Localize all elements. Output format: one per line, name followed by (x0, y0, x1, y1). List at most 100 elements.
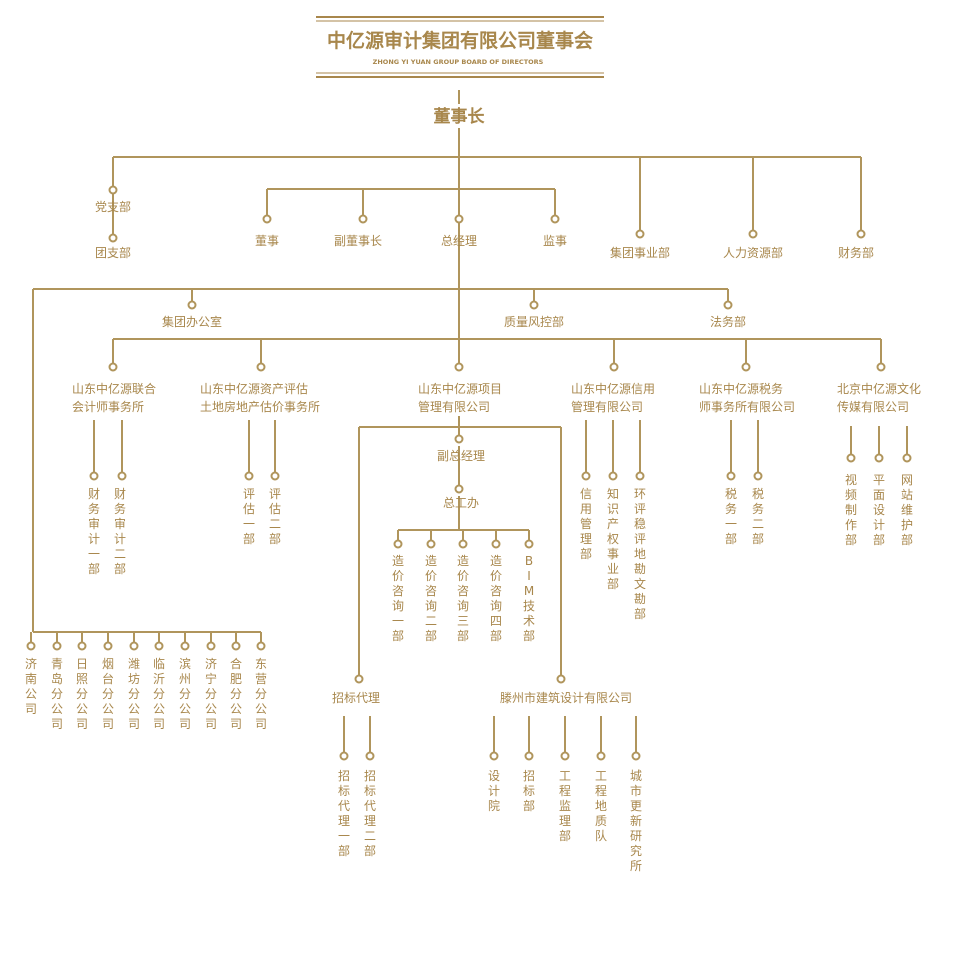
vertical-labels: 济南公司青岛分公司日照分公司烟台分公司潍坊分公司临沂分公司滨州分公司济宁分公司合… (25, 472, 913, 873)
appr-dept-1: 评估二部 (269, 487, 281, 546)
youth-branch-label: 团支部 (95, 245, 131, 260)
company-appraisal-line1: 山东中亿源资产评估 (200, 381, 308, 396)
node-board-2 (454, 214, 464, 224)
node-tengzhou (556, 674, 566, 684)
node-branch-1 (52, 641, 62, 651)
tax-dept-0: 税务一部 (725, 487, 737, 546)
page-title: 中亿源审计集团有限公司董事会 (327, 29, 593, 52)
company-credit-line2: 管理有限公司 (571, 399, 643, 414)
tz-dept-4: 城市更新研究所 (630, 769, 642, 873)
node-legal (723, 300, 733, 310)
tax-dept-1: 税务二部 (752, 487, 764, 546)
consult-dept-0: 造价咨询一部 (392, 554, 404, 643)
node-consult-0 (393, 539, 403, 549)
consult-dept-2: 造价咨询三部 (457, 554, 469, 643)
node-tz-1 (524, 751, 534, 761)
node-tz-3 (596, 751, 606, 761)
branch-label-0: 济南公司 (25, 656, 37, 716)
tz-dept-0: 设计院 (488, 769, 500, 813)
acc-dept-0: 财务审计一部 (88, 487, 100, 576)
node-credit-0 (581, 471, 591, 481)
bid-dept-1: 招标代理二部 (364, 769, 376, 858)
tengzhou-company-label: 滕州市建筑设计有限公司 (500, 690, 632, 705)
node-tax-1 (753, 471, 763, 481)
chairman-label: 董事长 (434, 106, 486, 127)
company-project-line1: 山东中亿源项目 (418, 381, 502, 396)
node-chief-engineer (454, 484, 464, 494)
tz-dept-1: 招标部 (523, 769, 535, 813)
branch-label-6: 滨州分公司 (179, 656, 191, 731)
quality-label: 质量风控部 (504, 314, 564, 329)
company-culture-line2: 传媒有限公司 (837, 399, 909, 414)
node-company-2 (454, 362, 464, 372)
branch-label-1: 青岛分公司 (51, 657, 63, 731)
bidding-agency-label: 招标代理 (332, 691, 380, 705)
node-branch-3 (103, 641, 113, 651)
company-appraisal-line2: 土地房地产估价事务所 (200, 399, 320, 414)
office-label: 集团办公室 (162, 314, 222, 329)
connector-nodes (26, 185, 912, 761)
acc-dept-1: 财务审计二部 (114, 487, 126, 576)
node-branch-9 (256, 641, 266, 651)
branch-label-3: 烟台分公司 (102, 657, 114, 731)
culture-dept-2: 网站维护部 (901, 473, 913, 547)
hr-label: 人力资源部 (723, 245, 783, 260)
bid-dept-0: 招标代理一部 (338, 769, 350, 858)
node-consult-3 (491, 539, 501, 549)
company-tax-line2: 师事务所有限公司 (699, 399, 795, 414)
company-accounting-line1: 山东中亿源联合 (72, 381, 156, 396)
node-tax-0 (726, 471, 736, 481)
node-quality (529, 300, 539, 310)
node-branch-5 (154, 641, 164, 651)
node-consult-4 (524, 539, 534, 549)
node-culture-1 (874, 453, 884, 463)
node-company-3 (609, 362, 619, 372)
node-deputy-gm (454, 434, 464, 444)
culture-dept-1: 平面设计部 (873, 473, 885, 547)
node-tz-0 (489, 751, 499, 761)
consult-dept-3: 造价咨询四部 (490, 554, 502, 643)
node-bid-1 (365, 751, 375, 761)
branch-label-2: 日照分公司 (76, 657, 88, 731)
node-bidding-agency (354, 674, 364, 684)
branch-label-8: 合肥分公司 (230, 656, 242, 731)
node-acc-0 (89, 471, 99, 481)
node-branch-7 (206, 641, 216, 651)
node-board-3 (550, 214, 560, 224)
node-branch-2 (77, 641, 87, 651)
node-company-4 (741, 362, 751, 372)
vice-chairman-label: 副董事长 (334, 234, 382, 248)
node-finance (856, 229, 866, 239)
party-branch-label: 党支部 (95, 199, 131, 214)
company-culture-line1: 北京中亿源文化 (837, 381, 921, 396)
culture-dept-0: 视频制作部 (845, 472, 857, 547)
group-business-label: 集团事业部 (610, 245, 670, 260)
node-credit-1 (608, 471, 618, 481)
node-company-1 (256, 362, 266, 372)
finance-label: 财务部 (838, 245, 874, 260)
node-branch-4 (129, 641, 139, 651)
node-branch-8 (231, 641, 241, 651)
supervisor-label: 监事 (543, 234, 567, 248)
node-party-branch (108, 185, 118, 195)
credit-dept-1: 知识产权事业部 (607, 487, 619, 591)
node-acc-1 (117, 471, 127, 481)
chief-engineer-office-label: 总工办 (443, 495, 479, 510)
node-appr-1 (270, 471, 280, 481)
branch-label-4: 潍坊分公司 (128, 657, 140, 731)
node-bid-0 (339, 751, 349, 761)
node-company-5 (876, 362, 886, 372)
branch-label-5: 临沂分公司 (153, 657, 165, 731)
company-tax-line1: 山东中亿源税务 (699, 381, 783, 396)
page-subtitle: ZHONG YI YUAN GROUP BOARD OF DIRECTORS (373, 58, 544, 66)
node-culture-0 (846, 453, 856, 463)
tz-dept-3: 工程地质队 (595, 769, 607, 843)
node-youth-branch (108, 233, 118, 243)
node-consult-2 (458, 539, 468, 549)
node-credit-2 (635, 471, 645, 481)
node-appr-0 (244, 471, 254, 481)
node-culture-2 (902, 453, 912, 463)
node-tz-4 (631, 751, 641, 761)
